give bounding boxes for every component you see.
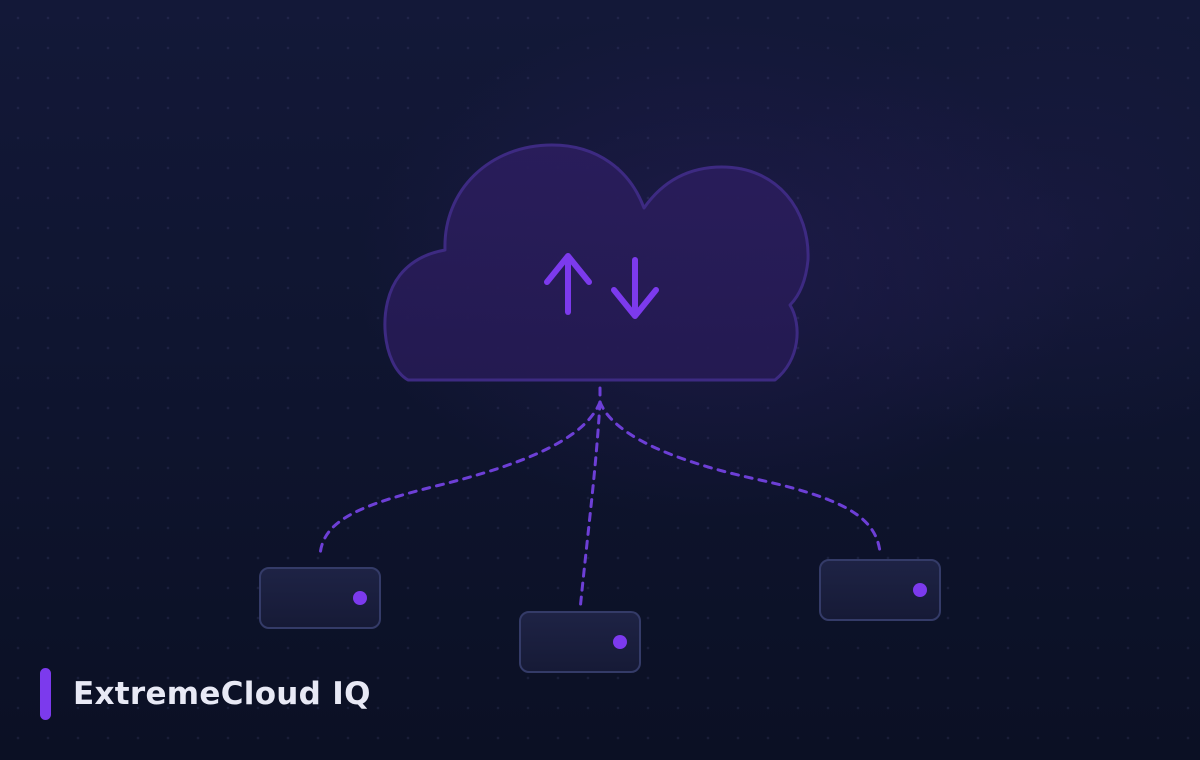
cloud-icon: [383, 143, 810, 382]
network-device-left: [259, 567, 381, 629]
network-device-right: [819, 559, 941, 621]
brand-accent-bar: [40, 668, 51, 720]
network-device-center: [519, 611, 641, 673]
brand-name: ExtremeCloud IQ: [73, 676, 371, 712]
connection-line-left: [318, 386, 602, 558]
connection-line-right: [598, 400, 882, 554]
device-status-dot: [613, 635, 627, 649]
cloud-shape: [383, 143, 810, 382]
brand-logo: ExtremeCloud IQ: [40, 667, 371, 721]
arrow-up-icon: [544, 253, 592, 315]
arrow-down-icon: [611, 257, 659, 319]
device-status-dot: [353, 591, 367, 605]
connection-lines: [318, 386, 882, 612]
connection-line-center: [578, 400, 602, 612]
device-status-dot: [913, 583, 927, 597]
